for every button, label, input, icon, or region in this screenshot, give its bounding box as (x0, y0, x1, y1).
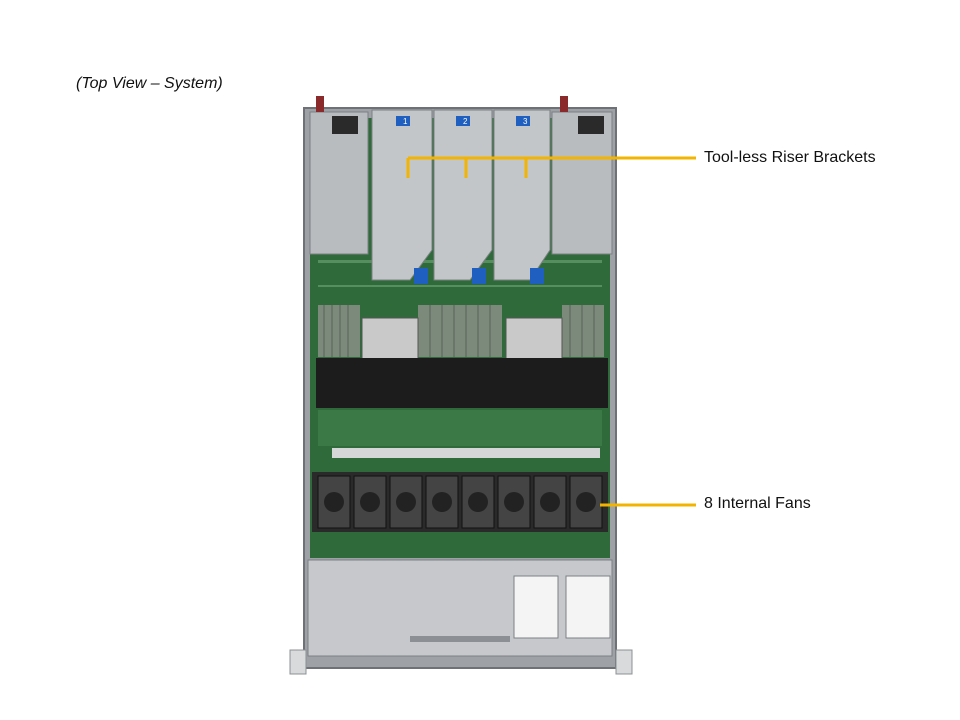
psu-right (551, 111, 613, 255)
rack-ear-right (615, 649, 633, 675)
service-label-right (565, 575, 611, 639)
board-mid-section (318, 410, 602, 446)
cpu-heatsink-left (316, 317, 462, 408)
psu-right-latch (560, 96, 568, 112)
air-shroud-bar (332, 448, 600, 458)
front-vents (410, 636, 510, 642)
psu-left (309, 111, 369, 255)
psu-left-latch (316, 96, 324, 112)
dimm-lines (323, 305, 595, 357)
riser-bracket-2 (433, 109, 493, 284)
riser-number-3: 3 (523, 117, 528, 126)
dimm-slots (318, 305, 604, 357)
fan-hubs (324, 492, 596, 512)
riser-bracket-1 (371, 109, 433, 284)
psu-left-handle (332, 116, 358, 134)
service-label-left (513, 575, 559, 639)
callout-riser-brackets: Tool-less Riser Brackets (704, 149, 876, 166)
callout-line-risers (406, 156, 696, 178)
rack-ear-left (289, 649, 307, 675)
callout-internal-fans: 8 Internal Fans (704, 495, 811, 512)
psu-right-handle (578, 116, 604, 134)
riser-number-2: 2 (463, 117, 468, 126)
cpu-heatsink-right (462, 317, 608, 408)
riser-number-1: 1 (403, 117, 408, 126)
view-caption: (Top View – System) (76, 75, 223, 92)
riser-bracket-3 (493, 109, 551, 284)
